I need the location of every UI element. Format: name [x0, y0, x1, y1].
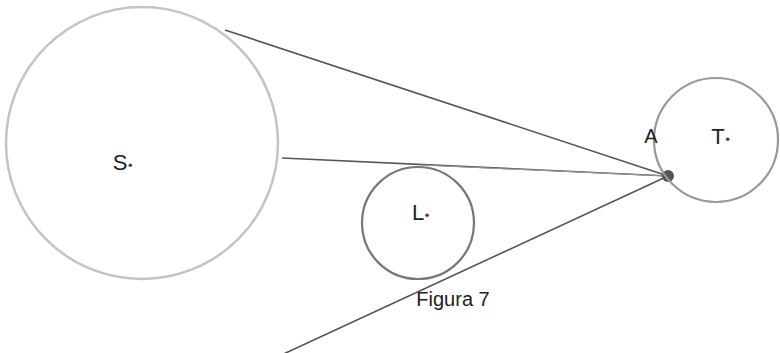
tangent-line: [420, 165, 668, 176]
center-dot: [726, 137, 730, 141]
moon-circle: L: [358, 163, 478, 283]
figure-caption: Figura 7: [416, 289, 489, 309]
tangent-line: [225, 30, 668, 176]
circle-outline: [2, 3, 282, 283]
tangent-line: [282, 158, 668, 176]
body-letter: T: [711, 126, 724, 148]
sun-circle: S: [2, 3, 282, 283]
earth-circle: T: [650, 74, 780, 206]
circle-shape: [6, 7, 278, 279]
center-dot: [425, 213, 429, 217]
center-dot: [129, 163, 133, 167]
body-letter: S: [113, 152, 128, 174]
circle-shape: [654, 78, 778, 202]
tangent-line: [236, 176, 668, 353]
point-label: A: [644, 126, 657, 146]
body-letter: L: [412, 202, 424, 224]
circle-shape: [362, 167, 474, 279]
